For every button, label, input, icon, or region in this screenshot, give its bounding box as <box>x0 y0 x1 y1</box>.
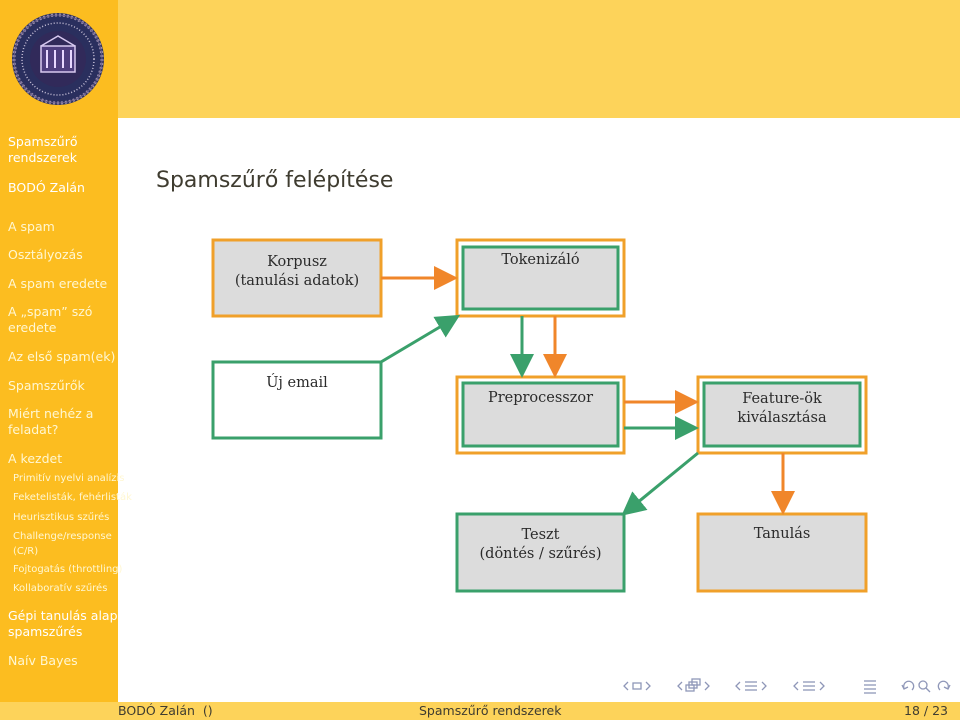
node-teszt <box>455 512 626 593</box>
footer-bar: BODÓ Zalán () Spamszűrő rendszerek 18 / … <box>0 702 960 720</box>
sidebar-sub-kollaborativ[interactable]: Kollaboratív szűrés <box>13 583 108 594</box>
sidebar-author[interactable]: BODÓ Zalán <box>8 180 85 195</box>
nav-section-icon[interactable] <box>745 681 757 691</box>
nav-frame-icon[interactable] <box>632 682 642 690</box>
sidebar-item-naiv-bayes[interactable]: Naív Bayes <box>8 653 78 668</box>
university-seal-icon <box>12 13 104 105</box>
arrow-feature-teszt <box>621 451 699 516</box>
node-feature-label: Feature-ök kiválasztása <box>737 391 827 426</box>
nav-outline-icon[interactable] <box>864 680 876 694</box>
node-preprocesszor-inner <box>461 381 620 448</box>
node-teszt-label: Teszt (döntés / szűrés) <box>479 527 602 562</box>
sidebar-sub-feketelistak[interactable]: Feketelisták, fehérlisták <box>13 492 132 503</box>
nav-frame-prev-icon[interactable] <box>623 681 629 691</box>
sidebar-item-osztalyozas[interactable]: Osztályozás <box>8 247 83 262</box>
sidebar-item-current-section[interactable]: Gépi tanulás alapú spamszűrés <box>8 608 126 639</box>
sidebar-item-a-spam[interactable]: A spam <box>8 219 55 234</box>
sidebar-sub-challenge[interactable]: Challenge/response (C/R) <box>13 531 112 557</box>
sidebar-item-a-kezdet[interactable]: A kezdet <box>8 451 63 466</box>
node-feature-inner <box>702 381 862 448</box>
nav-search-icon[interactable] <box>918 680 931 693</box>
node-tokenizalo-label: Tokenizáló <box>501 252 580 268</box>
nav-search-forward-icon[interactable] <box>937 680 951 691</box>
footer-author: BODÓ Zalán () <box>118 703 213 718</box>
nav-section-next-icon[interactable] <box>819 681 825 691</box>
nav-search-back-icon[interactable] <box>901 680 915 691</box>
node-uj-email <box>211 360 383 440</box>
footer-title: Spamszűrő rendszerek <box>419 703 562 718</box>
nav-frame-next-icon[interactable] <box>645 681 651 691</box>
nav-subsection-icon[interactable] <box>685 678 701 692</box>
sidebar-sub-fojtogatas[interactable]: Fojtogatás (throttling) <box>13 564 123 575</box>
nav-section-prev-icon[interactable] <box>735 681 741 691</box>
sidebar-item-miert-nehez[interactable]: Miért nehéz a feladat? <box>8 406 94 437</box>
header-bar <box>0 0 960 118</box>
footer-page-number: 18 / 23 <box>904 703 948 718</box>
nav-section-icon[interactable] <box>803 681 815 691</box>
sidebar-item-elso-spam[interactable]: Az első spam(ek) <box>8 349 116 364</box>
logo-area <box>0 0 118 118</box>
nav-section-prev-icon[interactable] <box>793 681 799 691</box>
beamer-navigation <box>623 678 951 694</box>
frame-title: Spamszűrő felépítése <box>156 168 394 193</box>
sidebar-sub-primitiv[interactable]: Primitív nyelvi analízis <box>13 473 125 484</box>
nav-subsection-prev-icon[interactable] <box>677 681 683 691</box>
sidebar <box>0 118 118 702</box>
node-tanulas <box>696 512 868 593</box>
node-korpusz <box>211 238 383 318</box>
node-uj-email-label: Új email <box>266 375 328 391</box>
node-tokenizalo-inner <box>461 245 620 311</box>
nav-subsection-next-icon[interactable] <box>704 681 710 691</box>
sidebar-item-spamszurok[interactable]: Spamszűrők <box>8 378 85 393</box>
nav-section-next-icon[interactable] <box>761 681 767 691</box>
node-korpusz-label: Korpusz (tanulási adatok) <box>234 254 360 289</box>
sidebar-item-spam-szo-eredete[interactable]: A „spam” szó eredete <box>8 304 93 335</box>
node-tanulas-label: Tanulás <box>753 526 811 542</box>
sidebar-presentation-title[interactable]: Spamszűrő rendszerek <box>8 134 78 165</box>
sidebar-item-spam-eredete[interactable]: A spam eredete <box>8 276 108 291</box>
node-preprocesszor-label: Preprocesszor <box>487 390 594 406</box>
sidebar-sub-heurisztikus[interactable]: Heurisztikus szűrés <box>13 512 110 523</box>
arrow-ujemail-tokenizalo <box>380 314 461 364</box>
